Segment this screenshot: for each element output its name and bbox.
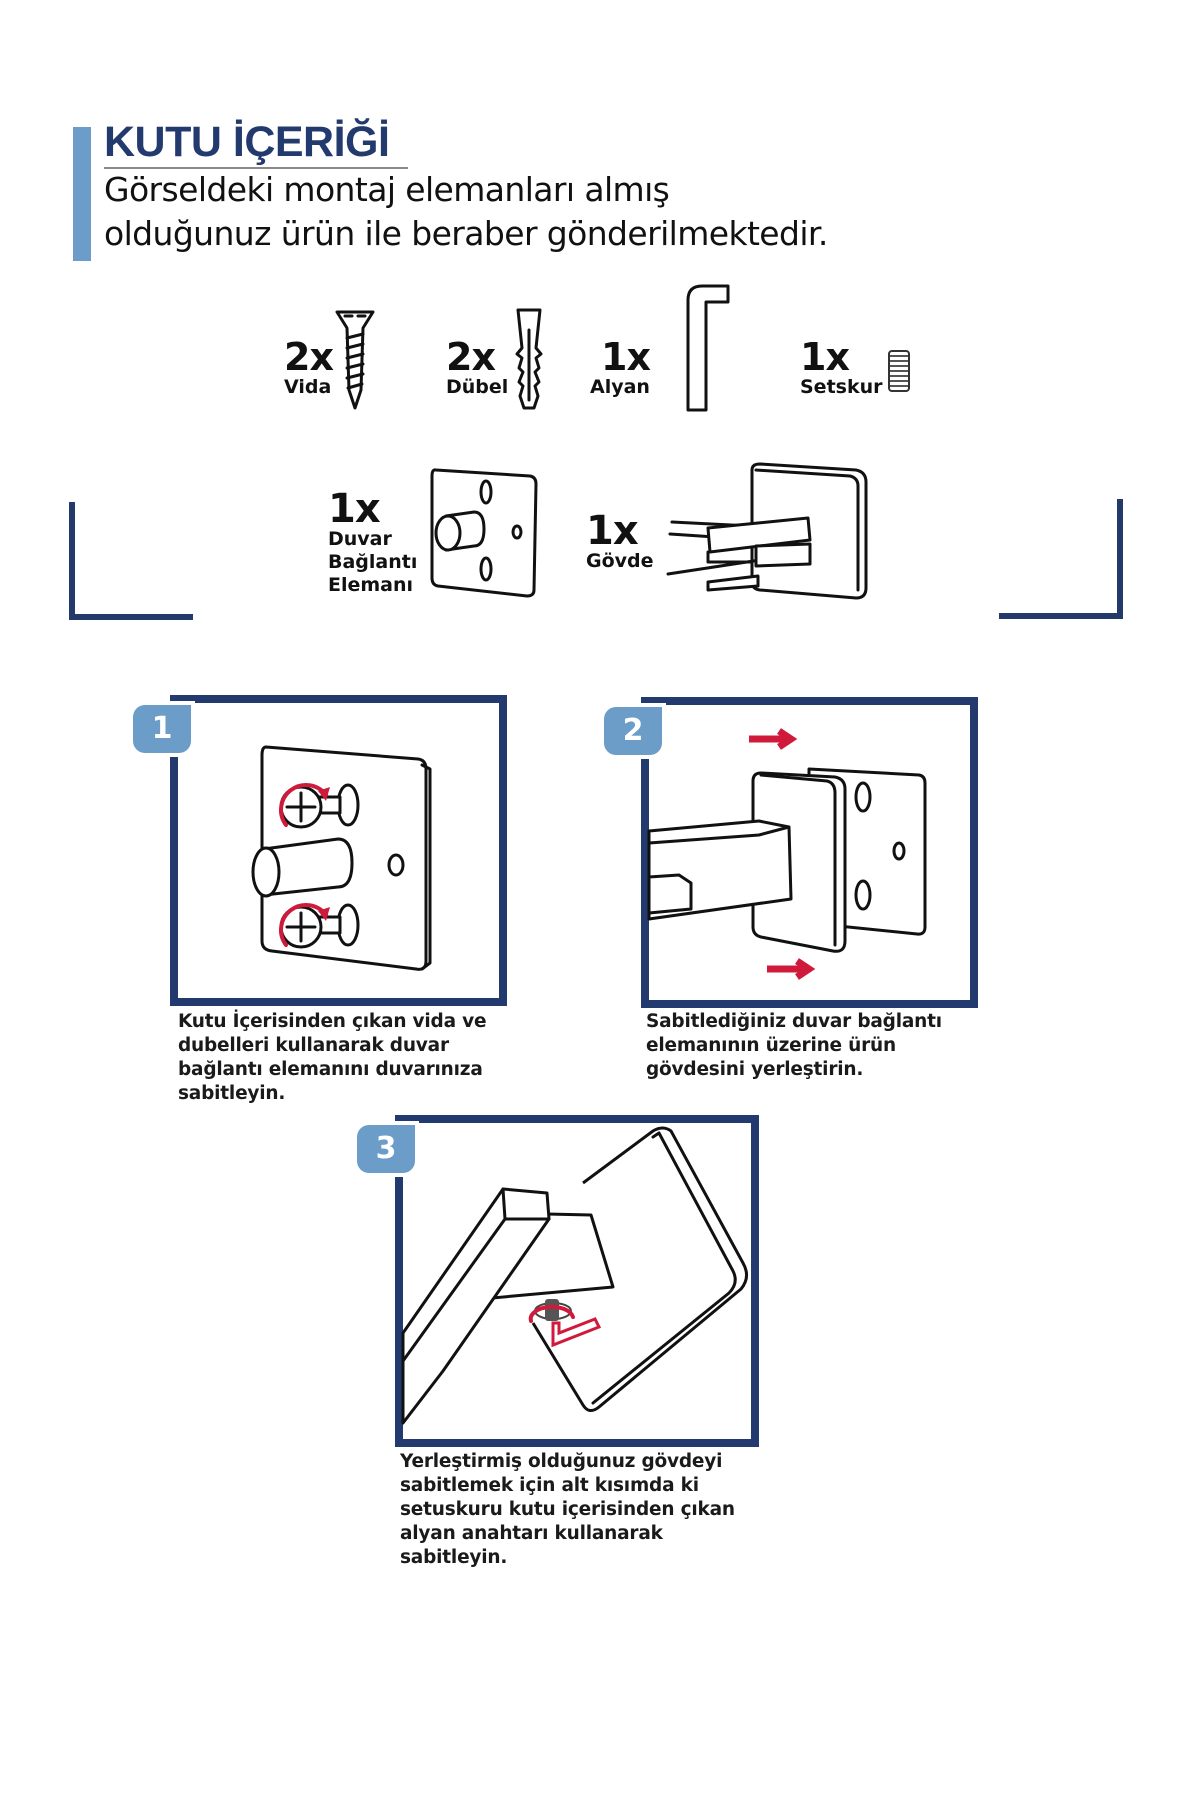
- intro-text: Görseldeki montaj elemanları almış olduğ…: [104, 168, 828, 256]
- item-label: Vida: [284, 376, 332, 398]
- step-3-badge: 3: [357, 1125, 415, 1173]
- item-wall-bracket: 1x Duvar Bağlantı Elemanı: [328, 486, 418, 597]
- step-1-frame: [170, 695, 507, 1006]
- title-underline: [104, 167, 408, 169]
- step-text-line: dubelleri kullanarak duvar: [178, 1035, 449, 1056]
- item-label-line: Elemanı: [328, 574, 414, 596]
- step-text-line: sabitleyin.: [400, 1547, 508, 1568]
- item-label: Setskur: [800, 376, 883, 398]
- step-2-frame: [641, 697, 978, 1008]
- step-2-text: Sabitlediğiniz duvar bağlantı elemanının…: [646, 1010, 942, 1082]
- mount-bracket-illustration: [251, 745, 432, 971]
- step-text-line: elemanının üzerine ürün: [646, 1035, 896, 1056]
- tighten-set-screw-illustration: [401, 1126, 748, 1425]
- intro-line-2: olduğunuz ürün ile beraber gönderilmekte…: [104, 214, 828, 253]
- item-qty: 1x: [586, 508, 639, 554]
- accent-bar: [73, 127, 91, 261]
- step-text-line: gövdesini yerleştirin.: [646, 1059, 864, 1080]
- set-screw-icon: [888, 350, 910, 392]
- item-qty: 1x: [800, 335, 850, 379]
- step-2-badge: 2: [604, 707, 662, 755]
- item-qty: 1x: [601, 335, 651, 379]
- item-label-line: Bağlantı: [328, 551, 418, 573]
- wall-plug-icon: [515, 308, 543, 410]
- item-body: 1x Gövde: [586, 508, 654, 573]
- screw-icon: [335, 310, 375, 410]
- item-label: Gövde: [586, 550, 654, 572]
- item-qty: 1x: [328, 486, 381, 532]
- step-text-line: alyan anahtarı kullanarak: [400, 1523, 663, 1544]
- item-qty: 2x: [284, 335, 334, 379]
- step-1-badge: 1: [133, 705, 191, 753]
- item-qty: 2x: [446, 335, 496, 379]
- step-1-text: Kutu İçerisinden çıkan vida ve dubelleri…: [178, 1010, 487, 1106]
- corner-bracket-left: [69, 502, 193, 620]
- item-set-screw: 1x Setskur: [800, 338, 883, 399]
- corner-bracket-right: [999, 499, 1123, 619]
- step-text-line: bağlantı elemanını duvarınıza: [178, 1059, 483, 1080]
- step-text-line: sabitlemek için alt kısımda ki: [400, 1475, 699, 1496]
- attach-body-illustration: [647, 728, 927, 980]
- step-text-line: setuskuru kutu içerisinden çıkan: [400, 1499, 735, 1520]
- item-allen-key: 1x Alyan: [590, 335, 651, 399]
- body-icon: [666, 462, 868, 600]
- step-text-line: Sabitlediğiniz duvar bağlantı: [646, 1011, 942, 1032]
- item-screw: 2x Vida: [284, 335, 334, 399]
- step-text-line: Kutu İçerisinden çıkan vida ve: [178, 1011, 487, 1032]
- item-label-line: Duvar: [328, 528, 392, 550]
- step-3-text: Yerleştirmiş olduğunuz gövdeyi sabitleme…: [400, 1450, 735, 1570]
- item-label: Alyan: [590, 376, 650, 398]
- step-text-line: sabitleyin.: [178, 1083, 286, 1104]
- step-text-line: Yerleştirmiş olduğunuz gövdeyi: [400, 1451, 723, 1472]
- item-label: Dübel: [446, 376, 509, 398]
- allen-key-icon: [686, 284, 730, 412]
- wall-bracket-icon: [430, 468, 538, 598]
- item-wall-plug: 2x Dübel: [446, 338, 508, 399]
- page-title: KUTU İÇERİĞİ: [104, 118, 390, 166]
- step-3-frame: [395, 1115, 759, 1447]
- intro-line-1: Görseldeki montaj elemanları almış: [104, 170, 670, 209]
